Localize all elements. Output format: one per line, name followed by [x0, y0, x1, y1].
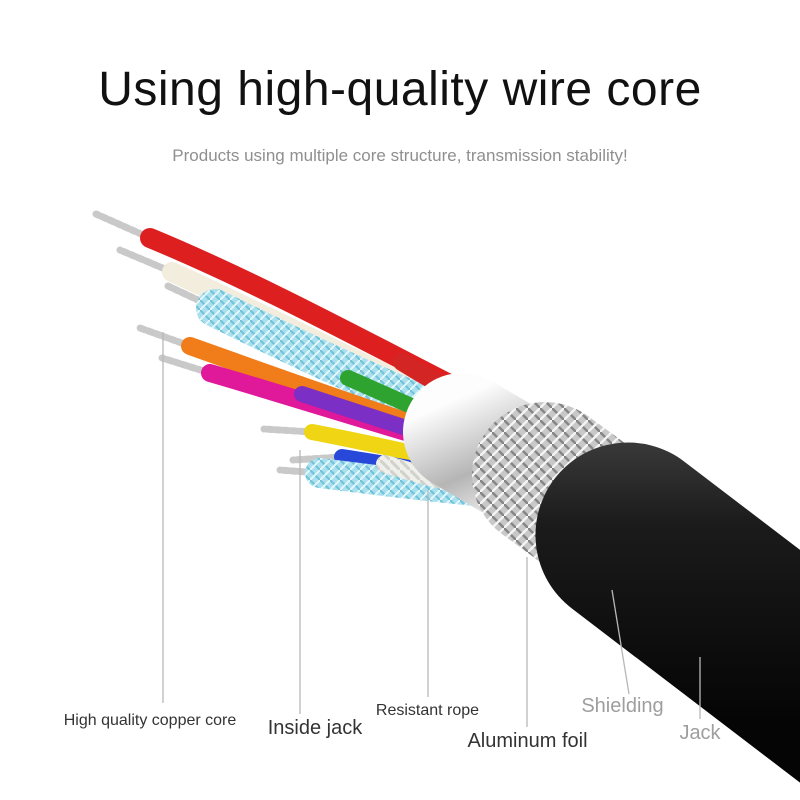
callout-copper-core: High quality copper core — [63, 712, 237, 729]
callout-aluminum-foil: Aluminum foil — [467, 730, 588, 752]
callout-resistant-rope: Resistant rope — [375, 702, 480, 719]
page-title: Using high-quality wire core — [98, 63, 702, 116]
page-subtitle: Products using multiple core structure, … — [172, 146, 628, 165]
callout-shielding: Shielding — [581, 695, 664, 717]
callout-jack: Jack — [679, 722, 721, 744]
cable-jacket — [535, 442, 800, 783]
leader-lines — [162, 332, 701, 727]
callout-inside-jack: Inside jack — [267, 717, 363, 739]
leader-line — [611, 589, 630, 695]
